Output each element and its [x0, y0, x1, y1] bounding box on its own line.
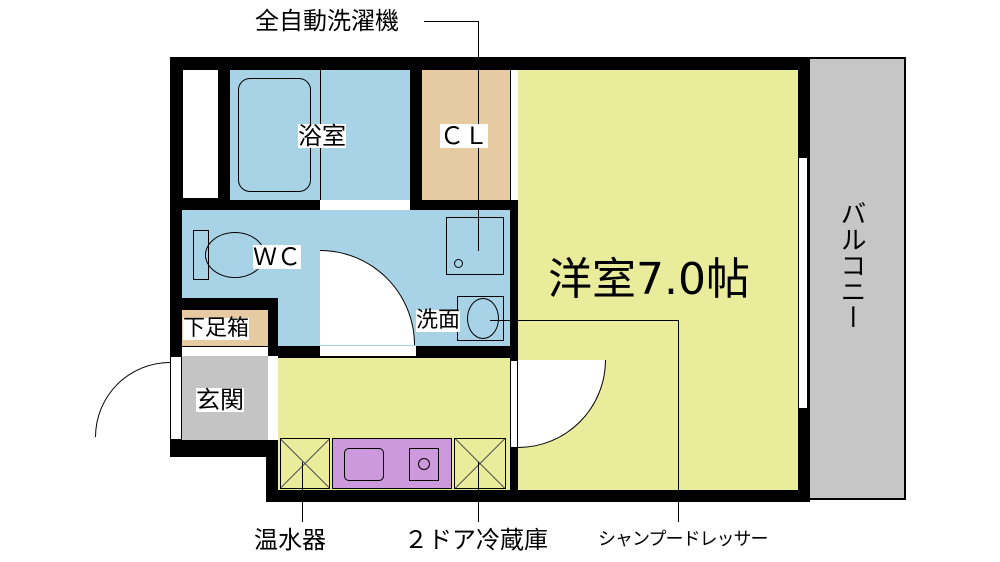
storage: [183, 70, 218, 198]
dresser-leader-v: [678, 320, 679, 522]
fridge-box: [454, 438, 506, 489]
drain-icon: [454, 259, 463, 268]
dresser-leader-h: [490, 320, 679, 321]
water-heater-box: [280, 438, 330, 489]
washing-machine-label: 全自動洗濯機: [255, 7, 399, 35]
closet-label: ＣＬ: [440, 122, 488, 150]
bath-door[interactable]: [320, 200, 410, 210]
shoe-box-label: 下足箱: [183, 316, 250, 341]
room-door[interactable]: [510, 360, 518, 448]
shampoo-dresser-label: シャンプードレッサー: [598, 529, 768, 550]
washroom-label: 洗面: [416, 308, 461, 333]
washbasin-bowl: [467, 298, 499, 339]
closet-door[interactable]: [510, 70, 518, 200]
bath-label: 浴室: [298, 122, 346, 150]
wc-door[interactable]: [320, 346, 416, 356]
washing-machine-pan: [446, 217, 504, 275]
wc-label: ＷＣ: [253, 243, 301, 271]
entrance-label: 玄関: [196, 386, 244, 414]
stove-icon: [409, 448, 439, 481]
shoe-box-doors: [182, 346, 268, 356]
entrance-step: [268, 356, 278, 440]
front-door[interactable]: [170, 356, 182, 440]
front-door-swing[interactable]: [95, 362, 170, 437]
balcony-label: バルコニー: [836, 200, 866, 330]
burner-icon: [418, 458, 430, 470]
balcony-window[interactable]: [798, 158, 808, 408]
water-heater-leader: [302, 462, 303, 522]
fridge-label: ２ドア冷蔵庫: [404, 526, 548, 554]
western-room-label: 洋室7.0帖: [548, 254, 750, 305]
water-heater-label: 温水器: [254, 526, 326, 554]
washing-machine-leader: [424, 21, 479, 22]
sink-icon: [344, 448, 384, 481]
fridge-leader: [478, 462, 479, 522]
